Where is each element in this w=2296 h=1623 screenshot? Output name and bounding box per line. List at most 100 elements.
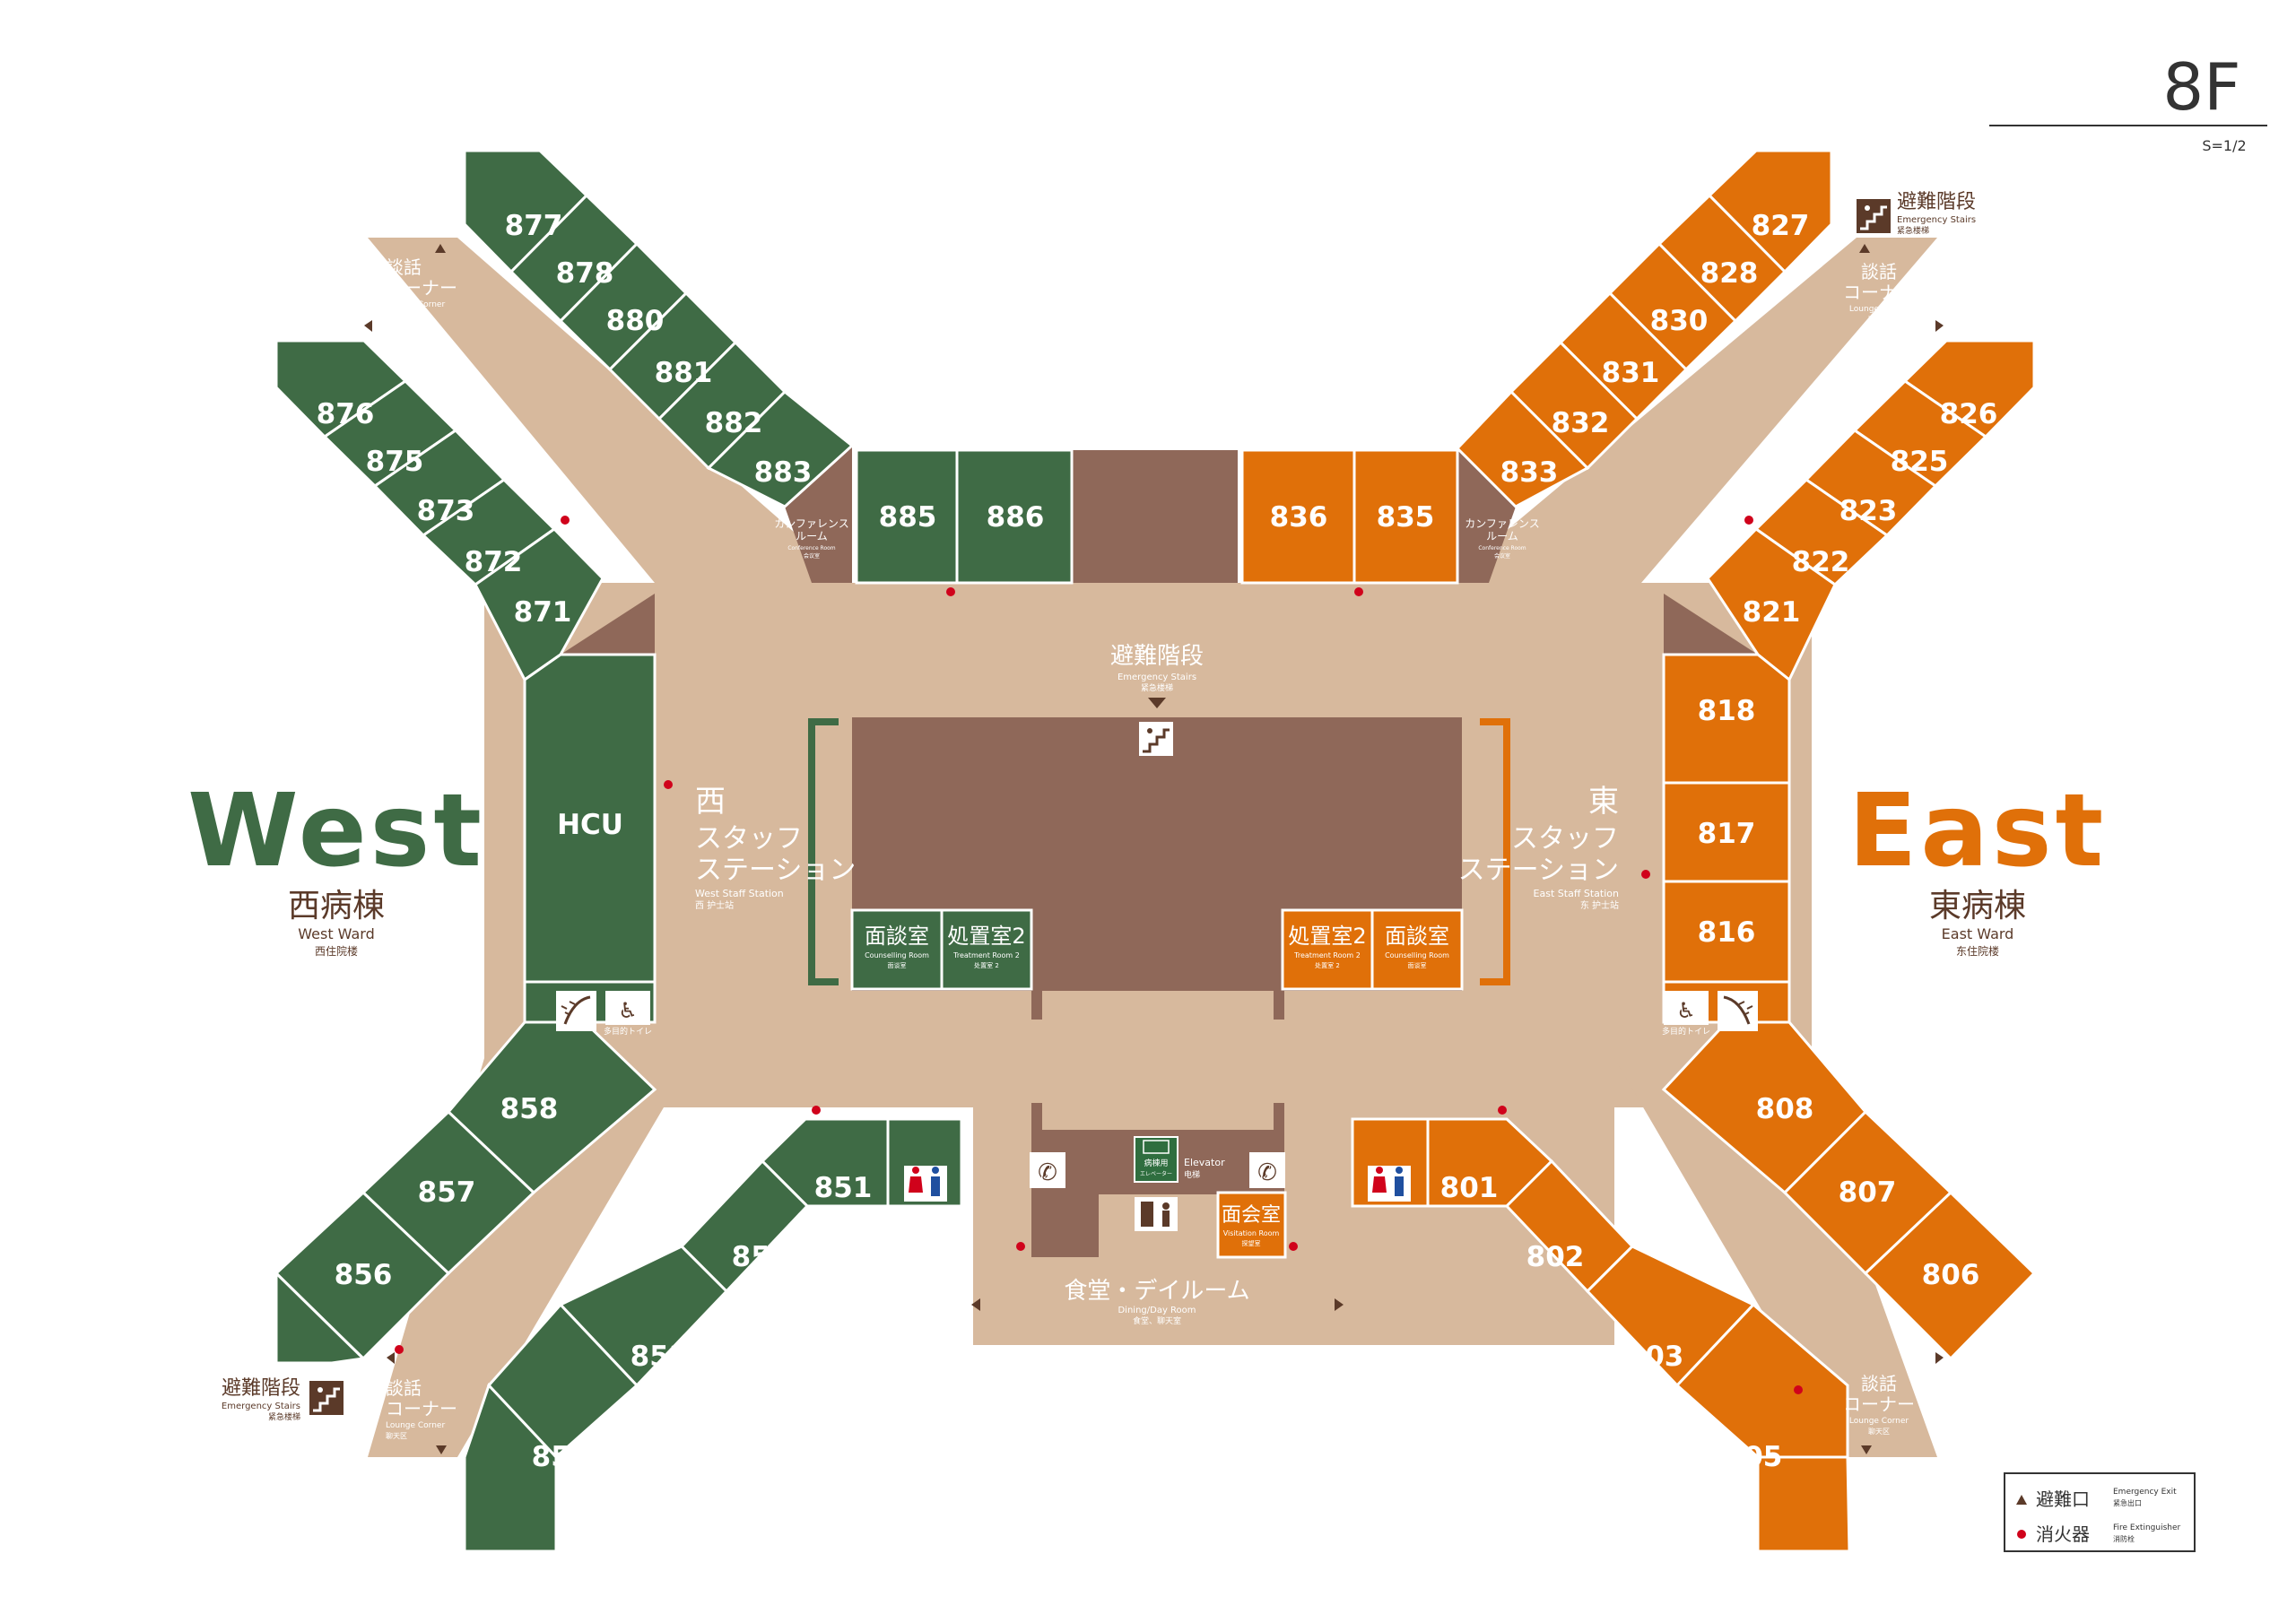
- svg-text:多目的トイレ: 多目的トイレ: [1662, 1026, 1710, 1037]
- room-807[interactable]: 807: [1839, 1176, 1897, 1209]
- room-836[interactable]: 836: [1270, 501, 1328, 534]
- east-cn: 东住院楼: [1956, 944, 1999, 958]
- room-826[interactable]: 826: [1940, 398, 1998, 430]
- svg-text:避難階段: 避難階段: [1897, 191, 1976, 213]
- room-880[interactable]: 880: [606, 305, 665, 337]
- visitation-room[interactable]: [1216, 1191, 1287, 1259]
- room-871[interactable]: 871: [514, 596, 572, 629]
- svg-text:聊天区: 聊天区: [1868, 1428, 1890, 1436]
- counselling-room-west[interactable]: [850, 908, 944, 991]
- svg-text:消火器: 消火器: [2036, 1523, 2090, 1545]
- east-jp: 東病棟: [1929, 888, 2026, 924]
- shower-icon: [556, 991, 596, 1031]
- room-881[interactable]: 881: [655, 357, 713, 389]
- treatment-room-west[interactable]: [940, 908, 1033, 991]
- room-872[interactable]: 872: [465, 546, 523, 578]
- svg-text:Emergency Exit: Emergency Exit: [2113, 1488, 2177, 1497]
- room-803[interactable]: 803: [1626, 1341, 1684, 1373]
- room-821[interactable]: 821: [1743, 596, 1801, 629]
- room-858[interactable]: 858: [500, 1093, 559, 1125]
- svg-text:会议室: 会议室: [804, 552, 820, 560]
- svg-text:食堂、聊天室: 食堂、聊天室: [1133, 1315, 1181, 1326]
- counselling-room-east[interactable]: [1370, 908, 1464, 991]
- room-hcu[interactable]: HCU: [557, 809, 623, 841]
- room-876[interactable]: 876: [317, 398, 375, 430]
- room-857[interactable]: 857: [418, 1176, 476, 1209]
- svg-text:談話: 談話: [386, 1377, 422, 1399]
- room-877[interactable]: 877: [505, 210, 563, 242]
- west-wing: [274, 149, 1074, 1553]
- room-833[interactable]: 833: [1500, 456, 1559, 489]
- svg-text:电梯: 电梯: [1184, 1169, 1200, 1180]
- svg-text:処置室2: 処置室2: [1288, 924, 1366, 949]
- room-873[interactable]: 873: [417, 495, 475, 527]
- room-878[interactable]: 878: [556, 257, 614, 290]
- svg-text:Lounge Corner: Lounge Corner: [386, 1421, 445, 1430]
- svg-text:多目的トイレ: 多目的トイレ: [604, 1026, 652, 1037]
- svg-text:ステーション: ステーション: [695, 855, 856, 886]
- room-805[interactable]: 805: [1725, 1441, 1783, 1473]
- room-802[interactable]: 802: [1526, 1241, 1585, 1273]
- room-832[interactable]: 832: [1552, 407, 1610, 439]
- room-806[interactable]: 806: [1922, 1259, 1980, 1291]
- lounge-corner-nw: 談話 コーナー Lounge Corner 聊天区: [364, 244, 457, 332]
- svg-text:ルーム: ルーム: [1486, 530, 1518, 542]
- room-825[interactable]: 825: [1891, 446, 1949, 478]
- room-851[interactable]: 851: [814, 1172, 873, 1204]
- elevator[interactable]: 病棟用 エレベーター Elevator 电梯: [1134, 1136, 1225, 1183]
- conference-room-east[interactable]: カンファレンス ルーム Conference Room 会议室: [1465, 517, 1539, 560]
- svg-text:聊天区: 聊天区: [1868, 316, 1890, 324]
- room-831[interactable]: 831: [1602, 357, 1660, 389]
- west-jp: 西病棟: [288, 888, 385, 924]
- svg-text:探望室: 探望室: [1242, 1239, 1261, 1247]
- core-corners: [561, 446, 1758, 655]
- room-817[interactable]: 817: [1698, 818, 1756, 850]
- svg-text:Conference Room: Conference Room: [787, 545, 835, 551]
- room-818[interactable]: 818: [1698, 695, 1756, 727]
- room-822[interactable]: 822: [1792, 546, 1850, 578]
- room-827[interactable]: 827: [1752, 210, 1810, 242]
- stairs-icon: [1139, 722, 1173, 756]
- svg-text:コーナー: コーナー: [386, 1398, 457, 1419]
- room-852[interactable]: 852: [732, 1241, 790, 1273]
- svg-text:紧急楼梯: 紧急楼梯: [268, 1411, 300, 1422]
- lounge-corner-se: 談話 コーナー Lounge Corner 聊天区: [1843, 1352, 1944, 1454]
- room-853[interactable]: 853: [631, 1341, 689, 1373]
- legend: 避難口 Emergency Exit 紧急出口 消火器 Fire Extingu…: [2004, 1472, 2196, 1552]
- room-830[interactable]: 830: [1650, 305, 1709, 337]
- svg-text:ステーション: ステーション: [1458, 855, 1619, 886]
- room-835[interactable]: 835: [1377, 501, 1435, 534]
- dining-day-room[interactable]: 食堂・デイルーム Dining/Day Room 食堂、聊天室: [971, 1278, 1344, 1326]
- room-885[interactable]: 885: [879, 501, 937, 534]
- room-886[interactable]: 886: [987, 501, 1045, 534]
- svg-text:紧急楼梯: 紧急楼梯: [1897, 225, 1929, 236]
- ne-emergency-stairs: 避難階段 Emergency Stairs 紧急楼梯: [1857, 191, 1976, 236]
- room-808[interactable]: 808: [1756, 1093, 1814, 1125]
- restroom-icon: [904, 1166, 947, 1202]
- svg-text:避難口: 避難口: [2036, 1488, 2090, 1510]
- conference-room-west[interactable]: カンファレンス ルーム Conference Room 会议室: [774, 517, 848, 560]
- svg-text:紧急楼梯: 紧急楼梯: [1141, 682, 1173, 693]
- svg-text:East Staff Station: East Staff Station: [1534, 888, 1619, 899]
- exit-arrow-icon: [971, 1298, 980, 1311]
- svg-text:避難階段: 避難階段: [222, 1377, 300, 1400]
- room-855[interactable]: 855: [532, 1441, 590, 1473]
- room-882[interactable]: 882: [705, 407, 763, 439]
- west-en: West Ward: [298, 925, 374, 942]
- treatment-room-east[interactable]: [1281, 908, 1374, 991]
- accessible-toilet-icon: ♿ 多目的トイレ: [604, 991, 652, 1037]
- svg-text:コーナー: コーナー: [386, 277, 457, 299]
- svg-text:西 护士站: 西 护士站: [695, 899, 734, 911]
- svg-text:病棟用: 病棟用: [1144, 1158, 1168, 1168]
- room-856[interactable]: 856: [335, 1259, 393, 1291]
- room-823[interactable]: 823: [1839, 495, 1898, 527]
- room-883[interactable]: 883: [754, 456, 813, 489]
- room-816[interactable]: 816: [1698, 916, 1756, 949]
- room-875[interactable]: 875: [366, 446, 424, 478]
- extinguisher-dot-icon: [2017, 1530, 2026, 1539]
- floor-number: 8F: [2162, 49, 2240, 125]
- room-828[interactable]: 828: [1700, 257, 1759, 290]
- svg-text:東: 東: [1588, 784, 1619, 820]
- room-801[interactable]: 801: [1440, 1172, 1499, 1204]
